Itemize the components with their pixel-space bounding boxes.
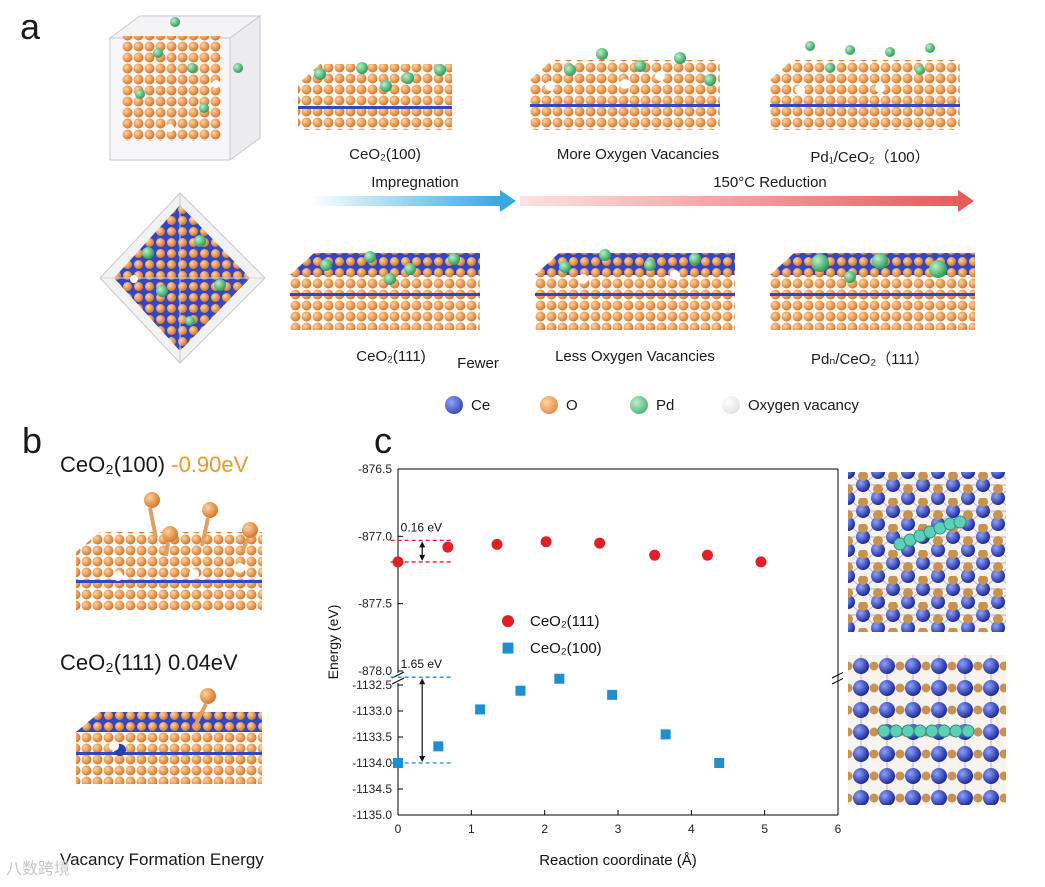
caption-less-vacancies: Less Oxygen Vacancies (555, 348, 715, 365)
x-tick-label: 6 (835, 822, 842, 836)
legend-ce-label: Ce (471, 396, 491, 414)
data-point-ceo2-100 (660, 729, 671, 740)
ceo2-111-vacancy-energy: CeO₂(111) 0.04eV (60, 650, 238, 675)
data-point-ceo2-100 (607, 689, 618, 700)
y-tick-label: -877.5 (358, 597, 392, 611)
slab-row-111 (290, 249, 975, 330)
data-point-ceo2-111 (442, 541, 454, 553)
y-tick-label: -1134.5 (352, 782, 392, 796)
x-tick-label: 5 (761, 822, 768, 836)
reduction-arrow-icon (520, 190, 974, 212)
legend-ce: Ce (445, 396, 490, 414)
data-point-ceo2-111 (755, 556, 767, 568)
ceo2-100-slab-icon (298, 62, 452, 130)
caption-more-vacancies: More Oxygen Vacancies (556, 146, 720, 163)
nanocrystal-illustrations (100, 15, 266, 364)
annotation-arrowhead-icon (419, 541, 426, 548)
x-tick-label: 2 (541, 822, 548, 836)
less-vacancies-slab-icon (535, 249, 735, 330)
more-vacancies-slab-icon (530, 48, 720, 130)
octahedron-nanocrystal-icon (100, 192, 266, 364)
pdn-ceo2-111-slab-icon (770, 253, 975, 330)
annotation-arrowhead-icon (419, 756, 426, 762)
legend-o-label: O (566, 396, 578, 414)
legend-label: CeO₂(111) (530, 613, 599, 630)
axis-break-mark (831, 677, 843, 685)
y-tick-label: -878.0 (358, 664, 392, 678)
data-point-ceo2-111 (649, 549, 661, 561)
process-arrows (310, 190, 974, 212)
annotation-label: 0.16 eV (401, 520, 442, 534)
ceo2-100-structure-inset (848, 655, 1006, 805)
watermark: 八数跨境 (6, 861, 71, 878)
annotation-arrowhead-icon (419, 678, 426, 685)
slab-row-100 (298, 41, 960, 130)
y-tick-label: -1134.0 (352, 756, 392, 770)
x-tick-label: 4 (688, 822, 695, 836)
y-axis-title: Energy (eV) (325, 605, 341, 680)
y-tick-label: -1133.0 (352, 704, 392, 718)
reduction-label: 150°C Reduction (713, 174, 827, 191)
caption-pdn-ceo2-111: Pdₙ/CeO₂（111） (811, 351, 929, 368)
impregnation-label: Impregnation (371, 174, 459, 191)
ceo2-100-label: CeO₂(100) (60, 452, 172, 477)
ceo2-111-vacancy-slab-icon (76, 688, 262, 784)
legend-pd-label: Pd (656, 396, 675, 414)
x-tick-label: 1 (468, 822, 475, 836)
data-point-ceo2-100 (554, 673, 565, 684)
caption-ceo2-111: CeO₂(111) (356, 348, 426, 365)
pd-diffusion-path-100-icon (877, 724, 975, 738)
ceo2-111-slab-icon (290, 251, 480, 330)
legend-label: CeO₂(100) (530, 640, 602, 657)
panel-a-label: a (20, 6, 41, 47)
data-point-ceo2-100 (515, 685, 526, 696)
energy-profile-chart: -876.5 -877.0 -877.5 -878.0-1132.5 -1133.0 -1… (325, 462, 843, 869)
x-axis-title: Reaction coordinate (Å) (539, 852, 697, 869)
panel-b-label: b (22, 420, 43, 461)
caption-pd1-ceo2-100: Pd₁/CeO₂（100） (810, 149, 930, 166)
vacancy-formation-energy-caption: Vacancy Formation Energy (60, 850, 264, 869)
pd-atom-icon (630, 396, 648, 414)
y-tick-label: -1135.0 (352, 808, 392, 822)
legend-pd: Pd (630, 396, 674, 414)
o-atom-icon (540, 396, 558, 414)
pd1-ceo2-100-slab-icon (770, 41, 960, 130)
legend-marker-ceo2-111 (502, 615, 514, 628)
data-point-ceo2-100 (714, 758, 725, 768)
legend-vacancy-label: Oxygen vacancy (748, 396, 859, 414)
y-tick-label: -1132.5 (352, 678, 392, 692)
annotation-arrowhead-icon (419, 554, 426, 561)
ceo2-100-vacancy-slab-icon (76, 492, 262, 610)
caption-fewer: Fewer (457, 355, 499, 372)
data-point-ceo2-111 (594, 537, 606, 549)
data-point-ceo2-100 (475, 704, 486, 715)
ceo2-111-structure-inset (848, 472, 1006, 632)
data-point-ceo2-111 (701, 549, 713, 561)
legend-o: O (540, 396, 578, 414)
ceo2-100-energy-value: -0.90eV (171, 452, 249, 477)
x-tick-label: 0 (395, 822, 402, 836)
legend-marker-ceo2-100 (502, 642, 514, 654)
y-tick-label: -1133.5 (352, 730, 392, 744)
ceo2-100-vacancy-energy: CeO₂(100) -0.90eV (60, 452, 248, 478)
annotation-label: 1.65 eV (401, 657, 442, 671)
panel-c-label: c (374, 420, 392, 461)
impregnation-arrow-icon (310, 190, 516, 212)
pd-diffusion-path-111-icon (893, 515, 967, 551)
y-tick-label: -877.0 (358, 529, 392, 543)
legend-vacancy: Oxygen vacancy (722, 396, 859, 414)
y-tick-label: -876.5 (358, 462, 392, 476)
data-point-ceo2-111 (491, 538, 503, 550)
caption-ceo2-100: CeO₂(100) (349, 146, 421, 163)
axis-break-mark (391, 677, 405, 685)
data-point-ceo2-100 (433, 741, 444, 752)
x-tick-label: 3 (615, 822, 622, 836)
ce-atom-icon (445, 396, 463, 414)
axis-break-mark (831, 671, 843, 679)
data-point-ceo2-111 (540, 536, 552, 548)
vacancy-atom-icon (722, 396, 740, 414)
cube-nanocrystal-icon (108, 15, 262, 161)
